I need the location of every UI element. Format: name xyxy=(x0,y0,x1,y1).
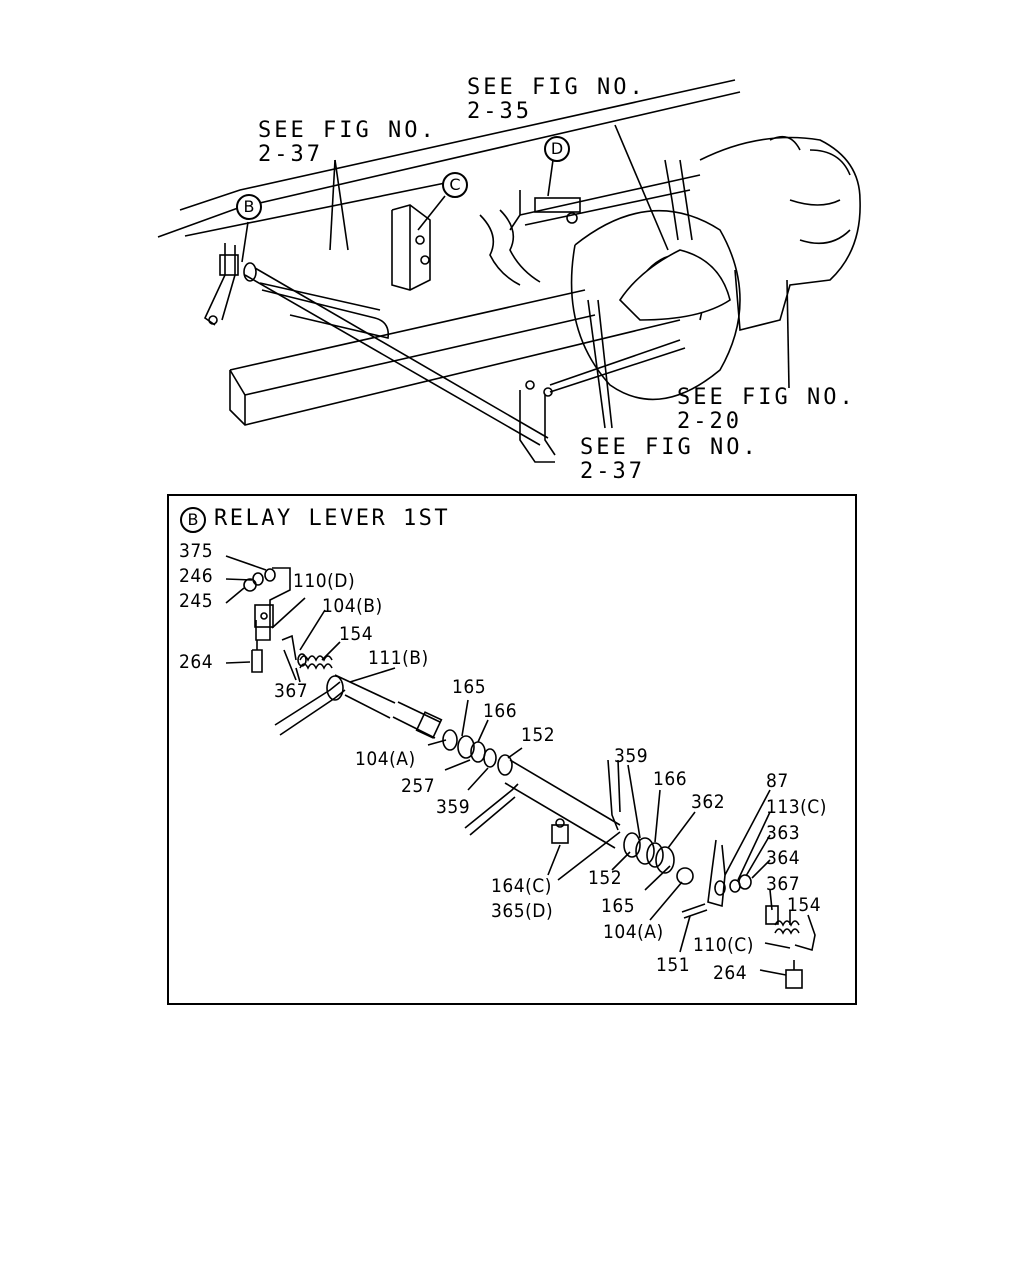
callout-c: C xyxy=(442,172,468,198)
part-label-152-right: 152 xyxy=(588,867,623,889)
see-fig-ref-2-37-right-line1: SEE FIG NO. xyxy=(580,435,759,460)
part-label-104b: 104(B) xyxy=(322,595,383,617)
see-fig-ref-2-20-line2: 2-20 xyxy=(677,409,742,434)
see-fig-ref-2-37-left-line1: SEE FIG NO. xyxy=(258,118,437,143)
part-label-264-top: 264 xyxy=(179,651,214,673)
detail-title: RELAY LEVER 1ST xyxy=(214,506,451,531)
part-label-245: 245 xyxy=(179,590,214,612)
callout-d: D xyxy=(544,136,570,162)
part-label-359-right: 359 xyxy=(614,745,649,767)
part-label-264-bottom: 264 xyxy=(713,962,748,984)
part-label-154-top: 154 xyxy=(339,623,374,645)
part-label-363: 363 xyxy=(766,822,801,844)
part-label-367-left: 367 xyxy=(274,680,309,702)
see-fig-ref-2-35-line2: 2-35 xyxy=(467,99,532,124)
part-label-375: 375 xyxy=(179,540,214,562)
part-label-165-top: 165 xyxy=(452,676,487,698)
part-label-104a-right: 104(A) xyxy=(603,921,664,943)
part-label-151: 151 xyxy=(656,954,691,976)
part-label-246: 246 xyxy=(179,565,214,587)
part-label-110d: 110(D) xyxy=(293,570,356,592)
detail-frame xyxy=(167,494,857,1005)
part-label-87: 87 xyxy=(766,770,789,792)
part-label-154-right: 154 xyxy=(787,894,822,916)
part-label-257: 257 xyxy=(401,775,436,797)
part-label-364: 364 xyxy=(766,847,801,869)
part-label-165-right: 165 xyxy=(601,895,636,917)
part-label-367-right: 367 xyxy=(766,873,801,895)
part-label-104a-left: 104(A) xyxy=(355,748,416,770)
relay-lever-exploded-view xyxy=(225,555,816,989)
part-label-152-top: 152 xyxy=(521,724,556,746)
part-label-365d: 365(D) xyxy=(491,900,554,922)
part-label-111b: 111(B) xyxy=(368,647,429,669)
part-label-164c: 164(C) xyxy=(491,875,552,897)
see-fig-ref-2-37-left-line2: 2-37 xyxy=(258,142,323,167)
see-fig-ref-2-37-right-line2: 2-37 xyxy=(580,459,645,484)
part-label-166-right: 166 xyxy=(653,768,688,790)
part-label-166-top: 166 xyxy=(483,700,518,722)
see-fig-ref-2-20-line1: SEE FIG NO. xyxy=(677,385,856,410)
callout-b: B xyxy=(236,194,262,220)
chassis-overview-illustration xyxy=(157,79,861,463)
part-label-113c: 113(C) xyxy=(766,796,827,818)
part-label-362: 362 xyxy=(691,791,726,813)
see-fig-ref-2-35-line1: SEE FIG NO. xyxy=(467,75,646,100)
part-label-110c: 110(C) xyxy=(693,934,754,956)
part-label-359-left: 359 xyxy=(436,796,471,818)
detail-callout-b: B xyxy=(180,507,206,533)
